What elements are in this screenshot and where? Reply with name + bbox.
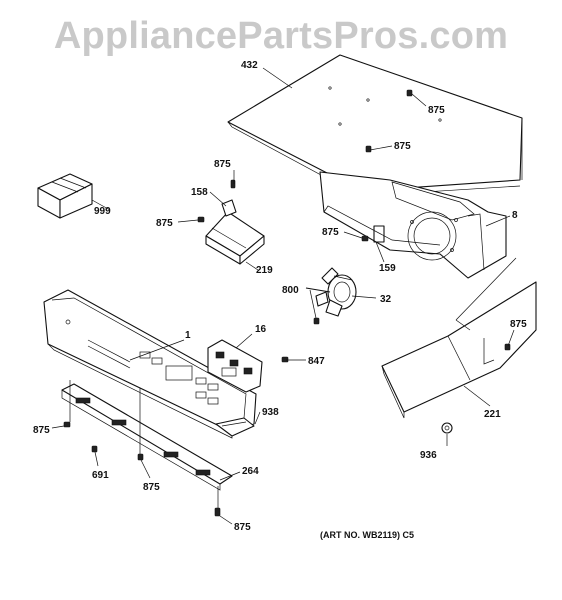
screw-icon — [281, 356, 289, 363]
callout-8: 8 — [512, 210, 518, 221]
callout-875-panel-left: 875 — [33, 425, 50, 436]
callout-847: 847 — [308, 356, 325, 367]
callout-936: 936 — [420, 450, 437, 461]
trim-clip-938 — [215, 417, 255, 437]
screw-icon — [365, 145, 372, 153]
package-999 — [37, 173, 93, 219]
fan-motor-32 — [305, 267, 357, 317]
callout-221: 221 — [484, 409, 501, 420]
callout-1: 1 — [185, 330, 191, 341]
screw-icon — [230, 179, 236, 189]
callout-875-top-mid: 875 — [394, 141, 411, 152]
control-board-16 — [207, 339, 263, 393]
screw-icon — [137, 453, 144, 461]
callout-264: 264 — [242, 466, 259, 477]
screw-icon — [504, 343, 511, 351]
callout-16: 16 — [255, 324, 267, 335]
duct-housing-8 — [319, 171, 507, 279]
callout-875-bracket-top: 875 — [214, 159, 231, 170]
screw-icon — [406, 89, 413, 97]
callout-875-top-right: 875 — [428, 105, 445, 116]
right-cover-221 — [381, 281, 537, 419]
callout-159: 159 — [379, 263, 396, 274]
screw-icon — [214, 507, 221, 517]
callout-875-strip-bottom: 875 — [234, 522, 251, 533]
callout-875-panel-bottom: 875 — [143, 482, 160, 493]
callout-938: 938 — [262, 407, 279, 418]
screw-icon — [63, 421, 71, 428]
callout-32: 32 — [380, 294, 392, 305]
callout-800: 800 — [282, 285, 299, 296]
callout-999: 999 — [94, 206, 111, 217]
callout-labels: 432 875 875 999 875 158 875 219 875 159 … — [33, 60, 527, 533]
grommet-936 — [441, 422, 453, 434]
callout-219: 219 — [256, 265, 273, 276]
screw-icon — [91, 445, 98, 453]
bracket-219 — [205, 211, 265, 265]
leader-lines — [51, 67, 517, 525]
screw-icon — [361, 235, 369, 242]
top-panel-432 — [227, 54, 523, 198]
callout-432: 432 — [241, 60, 258, 71]
callout-875-right-cover: 875 — [510, 319, 527, 330]
callout-691: 691 — [92, 470, 109, 481]
callout-875-bracket-left: 875 — [156, 218, 173, 229]
clip-158 — [221, 199, 237, 217]
callout-875-housing: 875 — [322, 227, 339, 238]
screw-icon — [197, 216, 205, 223]
art-number: (ART NO. WB2119) C5 — [320, 530, 414, 540]
screw-icon — [313, 317, 320, 325]
watermark-text: AppliancePartsPros.com — [54, 15, 508, 57]
callout-158: 158 — [191, 187, 208, 198]
